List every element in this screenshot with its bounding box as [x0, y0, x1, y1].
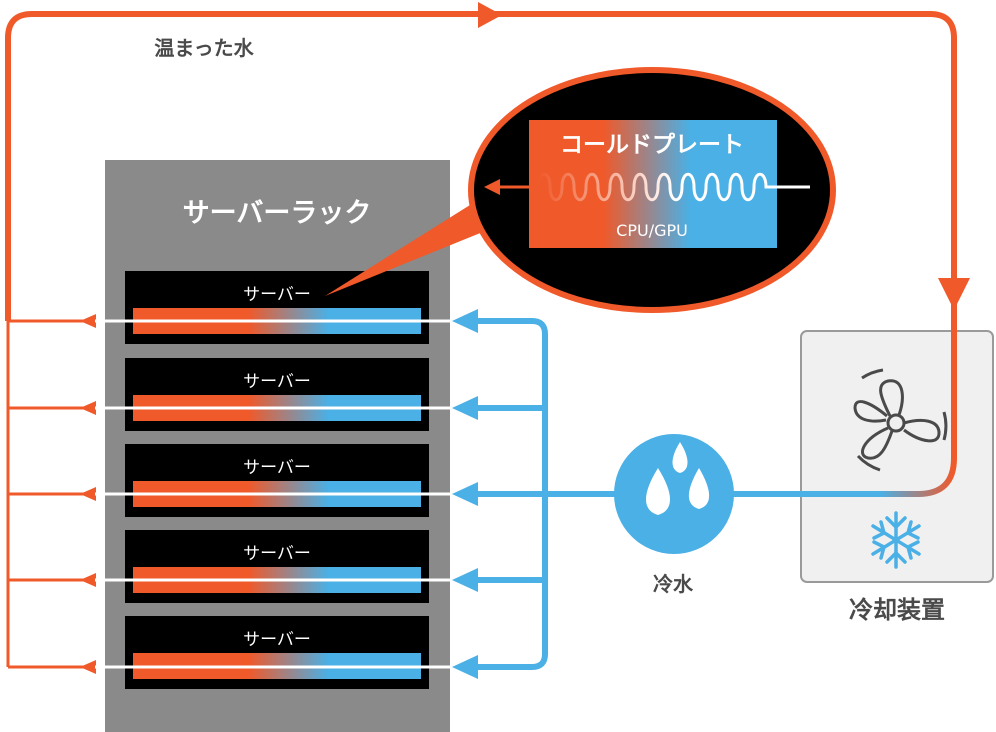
- server-label: サーバー: [243, 630, 311, 650]
- flow-arrow-top: [478, 2, 502, 28]
- callout-outflow-arrow: [484, 179, 500, 195]
- server-label: サーバー: [243, 458, 311, 478]
- server-label: サーバー: [243, 372, 311, 392]
- warm-water-pipe-return: [880, 457, 957, 497]
- server-label: サーバー: [243, 544, 311, 564]
- cooling-unit-label: 冷却装置: [849, 596, 945, 624]
- server-unit: サーバー: [125, 530, 429, 603]
- warm-water-label: 温まった水: [154, 36, 254, 60]
- server-label: サーバー: [243, 285, 311, 305]
- server-unit: サーバー: [125, 271, 429, 344]
- server-unit: サーバー: [125, 358, 429, 431]
- cooling-unit-box: [800, 330, 994, 583]
- callout-pointer: [325, 205, 500, 296]
- server-unit: サーバー: [125, 616, 429, 689]
- cold-water-label: 冷水: [653, 572, 694, 596]
- server-internal-pipes: [95, 319, 470, 669]
- cold-plate-coil: [536, 172, 810, 202]
- hot-water-arrows: [80, 314, 96, 674]
- cold-water-arrows: [452, 309, 478, 679]
- cold-plate: [529, 120, 777, 248]
- cold-plate-label: コールドプレート: [560, 132, 744, 158]
- fan-icon: [853, 368, 948, 472]
- server-rack-label: サーバーラック: [183, 198, 372, 229]
- cpu-gpu-label: CPU/GPU: [616, 221, 688, 240]
- server-unit: サーバー: [125, 444, 429, 517]
- flow-arrow-down: [938, 278, 970, 310]
- snowflake-icon: [871, 511, 921, 569]
- water-drops-icon: [614, 434, 734, 554]
